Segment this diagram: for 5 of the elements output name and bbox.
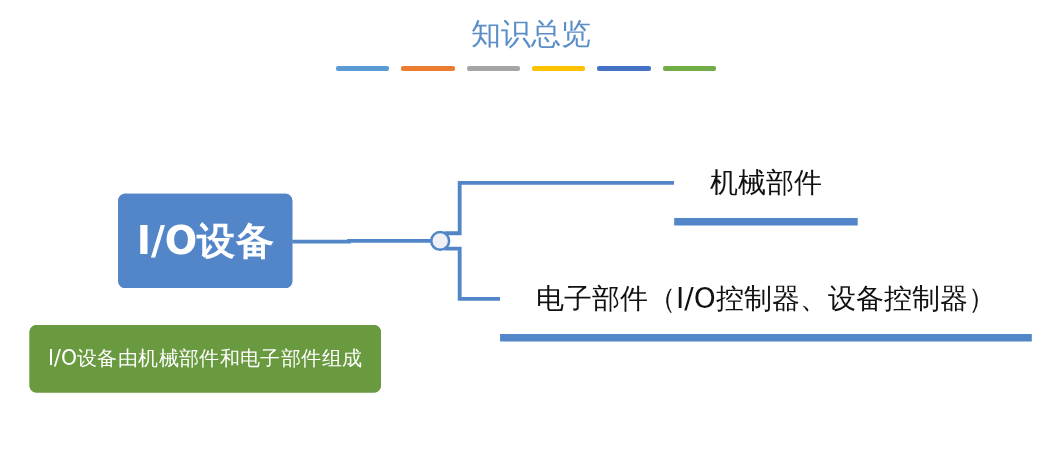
connector (444, 181, 675, 236)
node-circle (430, 230, 451, 252)
connector (292, 239, 432, 244)
connector (444, 246, 501, 301)
title: 知识总览 (471, 16, 591, 51)
